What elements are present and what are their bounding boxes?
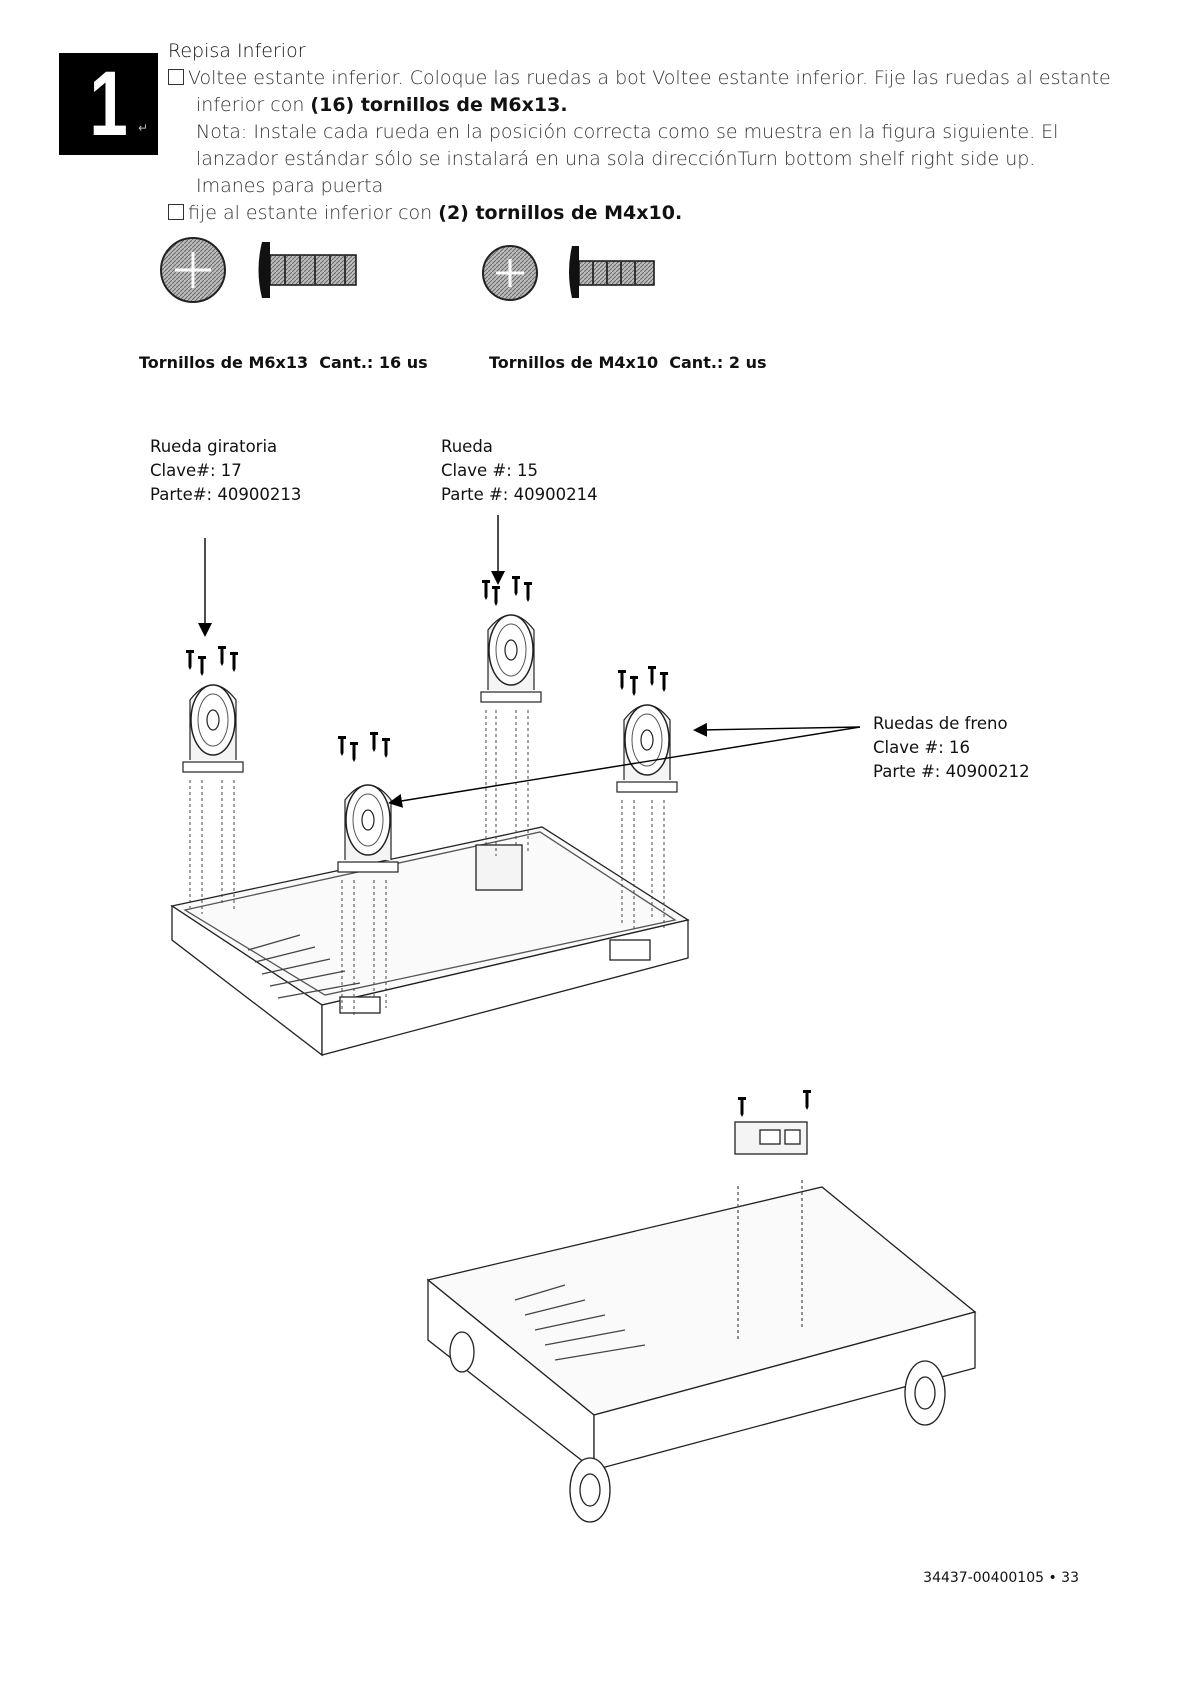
m6-screw-head-icon [160, 237, 226, 303]
step-number: 1 [89, 53, 128, 155]
instruction-line-1b: inferior con (16) tornillos de M6x13. [168, 92, 1098, 119]
m4-screw-side-icon [569, 246, 655, 298]
caster-screws [186, 576, 668, 762]
guide-lines [189, 710, 665, 1016]
checkbox-step-2[interactable] [168, 204, 184, 220]
callout-arrows [198, 515, 861, 808]
note-text: Nota: Instale cada rueda en la posición … [196, 121, 1059, 170]
step-number-box: 1 ↵ [59, 53, 158, 155]
callout-brake-caster: Ruedas de freno Clave #: 16 Parte #: 409… [873, 712, 1030, 784]
swivel-caster-left [182, 684, 244, 773]
hardware-label-m6: Tornillos de M6x13 Cant.: 16 us [139, 353, 428, 372]
page-footer: 34437-00400105 • 33 [923, 1570, 1079, 1586]
callout-brake-part: Parte #: 40900212 [873, 762, 1030, 781]
bottom-shelf-upside-down [170, 826, 690, 1057]
section-title: Repisa Inferior [168, 40, 306, 62]
instruction-bold-2: (2) tornillos de M4x10. [438, 202, 683, 224]
instruction-line-1: Voltee estante inferior. Coloque las rue… [168, 65, 1111, 92]
hardware-qty-m6: Cant.: 16 us [319, 353, 428, 372]
instruction-line-2: fije al estante inferior con (2) tornill… [168, 200, 1098, 227]
callout-wheel: Rueda Clave #: 15 Parte #: 40900214 [441, 435, 598, 507]
hardware-name-m6: Tornillos de M6x13 [139, 353, 309, 372]
instruction-text-1b: inferior con [196, 94, 311, 116]
instructions: Repisa Inferior Voltee estante inferior.… [168, 38, 1111, 227]
hardware-name-m4: Tornillos de M4x10 [489, 353, 659, 372]
hardware-qty-m4: Cant.: 2 us [669, 353, 767, 372]
magnet-screws [738, 1090, 811, 1117]
return-mark: ↵ [137, 121, 148, 135]
callout-wheel-name: Rueda [441, 437, 493, 456]
callout-swivel-key: Clave#: 17 [150, 461, 242, 480]
fixed-caster [480, 614, 542, 703]
assembled-bottom-shelf [426, 1121, 977, 1472]
brake-caster-right [616, 704, 678, 793]
instruction-bold-1: (16) tornillos de M6x13. [310, 94, 568, 116]
callout-wheel-part: Parte #: 40900214 [441, 485, 598, 504]
callout-brake-name: Ruedas de freno [873, 714, 1008, 733]
instruction-text-2: fije al estante inferior con [188, 202, 439, 224]
callout-swivel-part: Parte#: 40900213 [150, 485, 302, 504]
m4-screw-head-icon [482, 245, 538, 301]
assembled-wheels [449, 1331, 946, 1523]
callout-wheel-key: Clave #: 15 [441, 461, 539, 480]
checkbox-step-1[interactable] [168, 69, 184, 85]
hardware-label-m4: Tornillos de M4x10 Cant.: 2 us [489, 353, 767, 372]
magnets-text: Imanes para puerta [196, 175, 384, 197]
callout-brake-key: Clave #: 16 [873, 738, 971, 757]
instruction-text-1: Voltee estante inferior. Coloque las rue… [188, 67, 1111, 89]
brake-caster-front [337, 784, 399, 873]
callout-swivel-caster: Rueda giratoria Clave#: 17 Parte#: 40900… [150, 435, 301, 507]
callout-swivel-name: Rueda giratoria [150, 437, 278, 456]
m6-screw-side-icon [258, 242, 357, 298]
